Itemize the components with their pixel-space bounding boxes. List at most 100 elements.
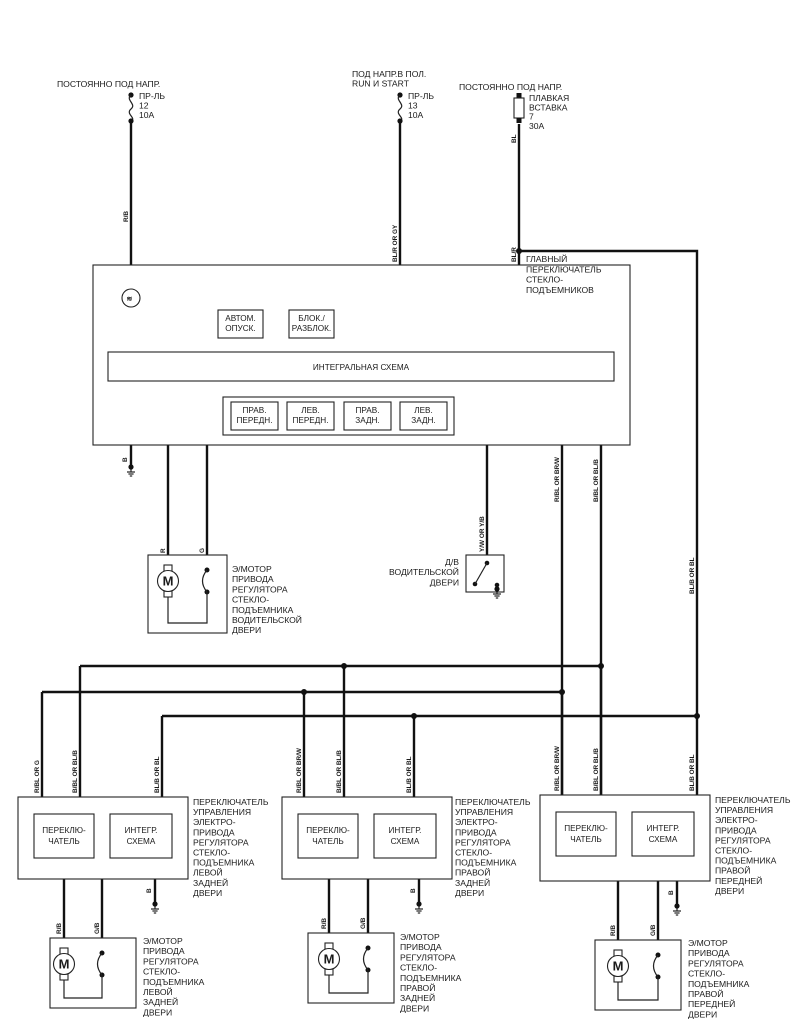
wire-label-bl: BL <box>511 134 518 143</box>
lamp-symbol: ≋ <box>127 296 133 303</box>
motor-icon <box>606 954 630 978</box>
wire-label-bl-b-or-bl: BL/B OR BL <box>689 557 696 594</box>
power-source-label-1: ПОСТОЯННО ПОД НАПР. <box>57 79 160 89</box>
breaker-icon <box>362 947 369 971</box>
ground-dot <box>674 903 680 909</box>
link-terminal <box>516 93 522 98</box>
junction-dot <box>516 248 522 254</box>
wire-label-r-bl-or-br-w: R/BL OR BR/W <box>554 456 561 502</box>
sub-switch-switch-label: ПЕРЕКЛЮ-ЧАТЕЛЬ <box>306 826 350 846</box>
wire-label-sub-2: R/BL OR BR/W <box>296 747 303 793</box>
window-button-3 <box>343 401 392 431</box>
wire-label-sub-3: R/BL OR BR/W <box>554 745 561 791</box>
integrated-circuit-label: ИНТЕГРАЛЬНАЯ СХЕМА <box>313 363 410 372</box>
sub-switch-ic-block <box>373 813 437 859</box>
motor-housing <box>307 932 395 1004</box>
motor-internal-wire <box>167 592 208 624</box>
ground-dot <box>128 464 134 470</box>
window-button-label-4: ЛЕВ.ЗАДН. <box>411 406 435 425</box>
window-motor-left-rear: M <box>49 937 137 1009</box>
sub-switch-switch-block <box>555 811 617 857</box>
wire-label-b: B <box>146 888 153 893</box>
window-button-2 <box>286 401 335 431</box>
sub-switch-ic-label: ИНТЕГР.СХЕМА <box>647 824 680 844</box>
wire-label-y-w-or-y-b: Y/W OR Y/B <box>479 516 486 552</box>
wire-label-sub-2: BL/B OR BL <box>406 756 413 793</box>
ground-icon-sub-2 <box>415 901 423 914</box>
ground-icon-door-switch <box>493 586 501 599</box>
wire-label-b: B <box>122 457 129 462</box>
fuse-terminal <box>128 118 134 124</box>
auto-down-block <box>217 309 264 339</box>
sub-switch-ic-label: ИНТЕГР.СХЕМА <box>125 826 158 846</box>
wire-label-sub-1: R/BL OR G <box>34 760 41 793</box>
sub-switch-switch-label: ПЕРЕКЛЮ-ЧАТЕЛЬ <box>564 824 608 844</box>
window-button-label-1: ПРАВ.ПЕРЕДН. <box>236 406 272 425</box>
wire-label-sub-1: B/BL OR BL/B <box>72 750 79 793</box>
fusible-link-icon-3 <box>513 93 525 123</box>
wire-label-sub-3: BL/B OR BL <box>689 754 696 791</box>
motor-icon <box>156 569 180 593</box>
motor-housing <box>594 939 682 1011</box>
sub-switch-switch-block <box>33 813 95 859</box>
wire-label-b: B <box>668 890 675 895</box>
motor-internal-wire <box>617 977 659 1001</box>
motor-symbol: M <box>163 574 174 589</box>
motor-icon <box>52 952 76 976</box>
wire-label-r-b: R/B <box>610 925 617 936</box>
wire-label-g-b: G/B <box>360 917 367 929</box>
auto-down-label: АВТОМ.ОПУСК. <box>225 314 255 333</box>
motor-symbol: M <box>324 952 335 967</box>
motor-housing <box>147 554 228 634</box>
sub-switch-ic-block <box>631 811 695 857</box>
lock-label: БЛОК./РАЗБЛОК. <box>292 314 331 333</box>
window-button-label-2: ЛЕВ.ПЕРЕДН. <box>292 406 328 425</box>
breaker-icon <box>652 954 659 978</box>
power-source-label-2: ПОД НАПР.В ПОЛ.RUN И START <box>352 69 426 89</box>
window-button-1 <box>230 401 279 431</box>
wire-label-r-b: R/B <box>56 923 63 934</box>
sub-switch-switch-label: ПЕРЕКЛЮ-ЧАТЕЛЬ <box>42 826 86 846</box>
wire-label-sub-1: BL/B OR BL <box>154 756 161 793</box>
wire-label-g: G <box>199 548 206 553</box>
fuse-terminal <box>397 118 403 124</box>
motor-icon <box>317 947 341 971</box>
motor-symbol: M <box>59 957 70 972</box>
ground-icon-main <box>127 464 135 477</box>
breaker-icon <box>96 952 103 976</box>
wire-label-sub-2: B/BL OR BL/B <box>336 750 343 793</box>
wire-label-b: B <box>410 888 417 893</box>
window-button-4 <box>399 401 448 431</box>
illumination-lamp-icon <box>121 288 141 308</box>
fuse-icon-2 <box>397 92 403 124</box>
ground-icon-sub-3 <box>673 903 681 916</box>
lock-block <box>288 309 335 339</box>
switch-terminal <box>494 582 500 588</box>
fuse-icon-1 <box>128 92 134 124</box>
wire-label-g-b: G/B <box>650 924 657 936</box>
ground-icon-sub-1 <box>151 901 159 914</box>
power-source-label-3: ПОСТОЯННО ПОД НАПР. <box>459 82 562 92</box>
switch-contact <box>474 562 488 585</box>
window-motor-right-rear: M <box>307 932 395 1004</box>
link-terminal <box>516 118 522 123</box>
wire-bl-b-or-bl-main <box>519 249 699 715</box>
wire-label-bl-r-gy: BL/R OR GY <box>392 224 399 262</box>
fuse-element <box>128 94 134 122</box>
window-button-label-3: ПРАВ.ЗАДН. <box>355 406 379 425</box>
motor-internal-wire <box>63 975 103 999</box>
